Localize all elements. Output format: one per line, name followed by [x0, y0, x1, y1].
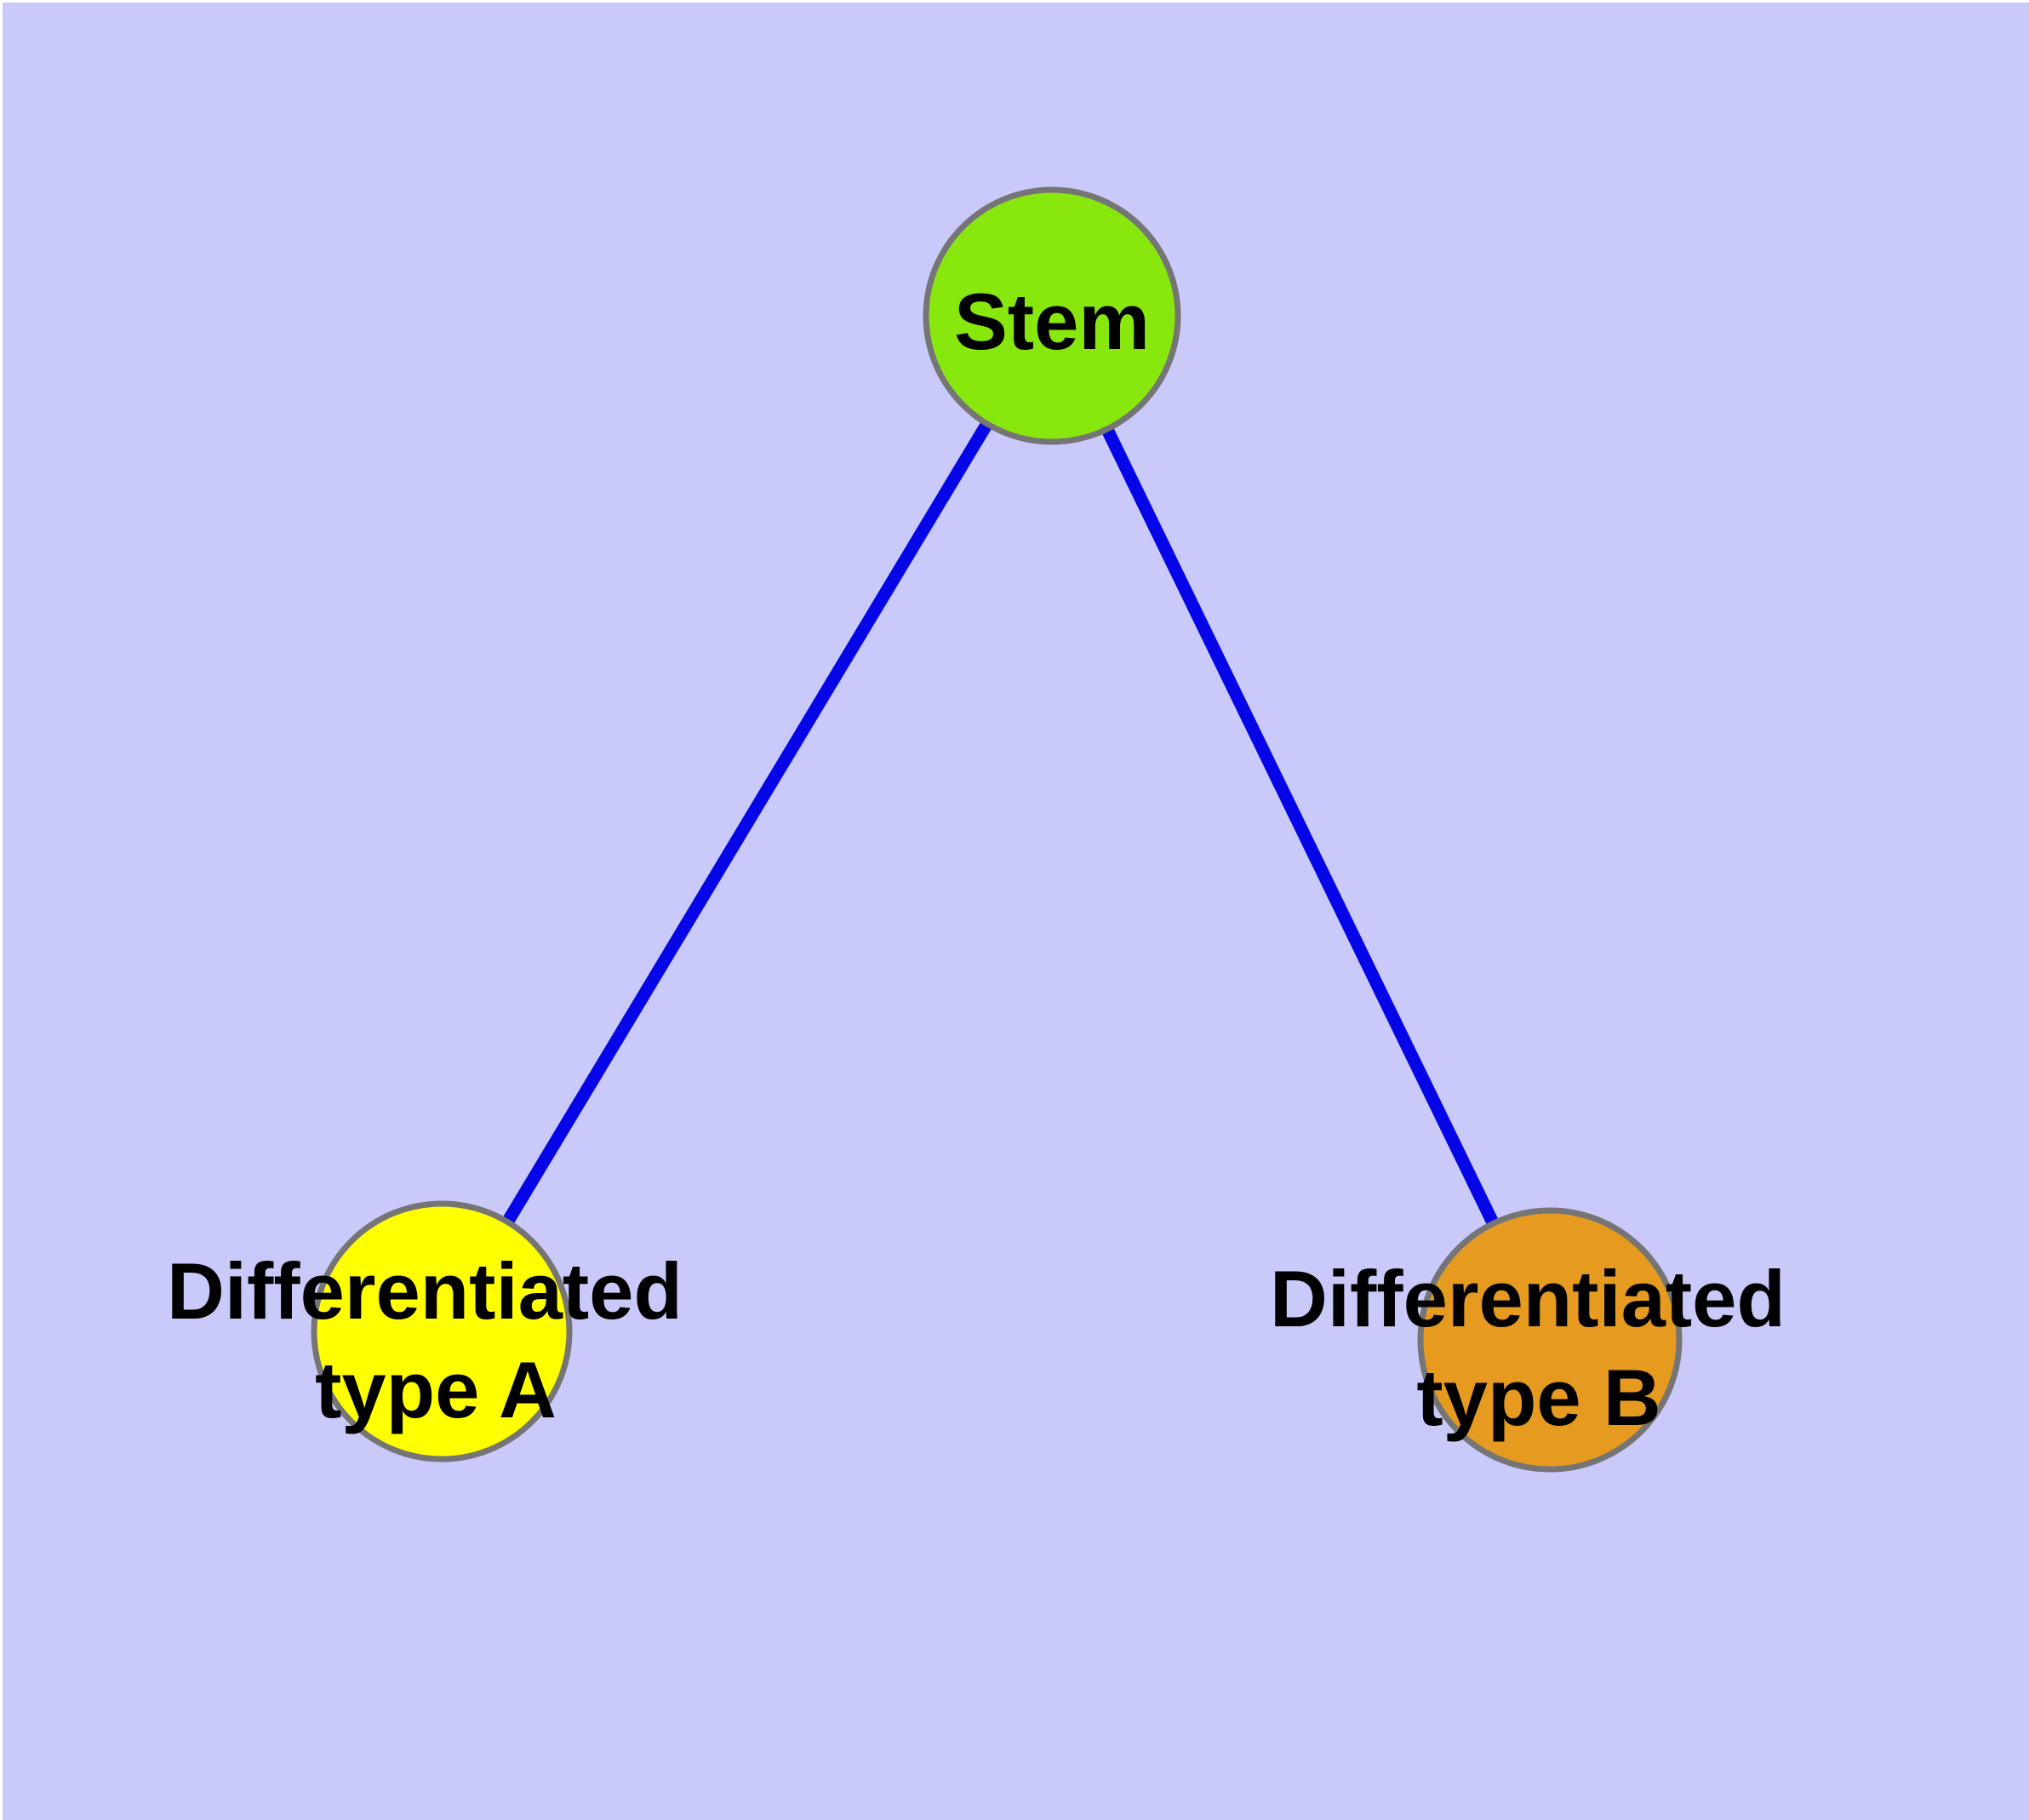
node-stem-circle [923, 186, 1181, 445]
node-type-a-label-line-2: type A [315, 1345, 557, 1434]
node-stem-label: Stem [954, 277, 1150, 366]
node-type-b-circle [1417, 1207, 1683, 1473]
edge-stem-to-type-a [436, 312, 1058, 1335]
node-type-a-label-line-1: Differentiated [167, 1246, 683, 1336]
node-type-a-label: Differentiated type A [167, 1246, 705, 1434]
node-type-b-label-line-1: Differentiated [1270, 1254, 1786, 1343]
edge-stem-to-type-b [1046, 312, 1556, 1343]
node-type-b-label-line-2: type B [1416, 1353, 1660, 1442]
node-type-b-label: Differentiated type B [1270, 1254, 1808, 1442]
node-type-a-circle [311, 1200, 573, 1462]
